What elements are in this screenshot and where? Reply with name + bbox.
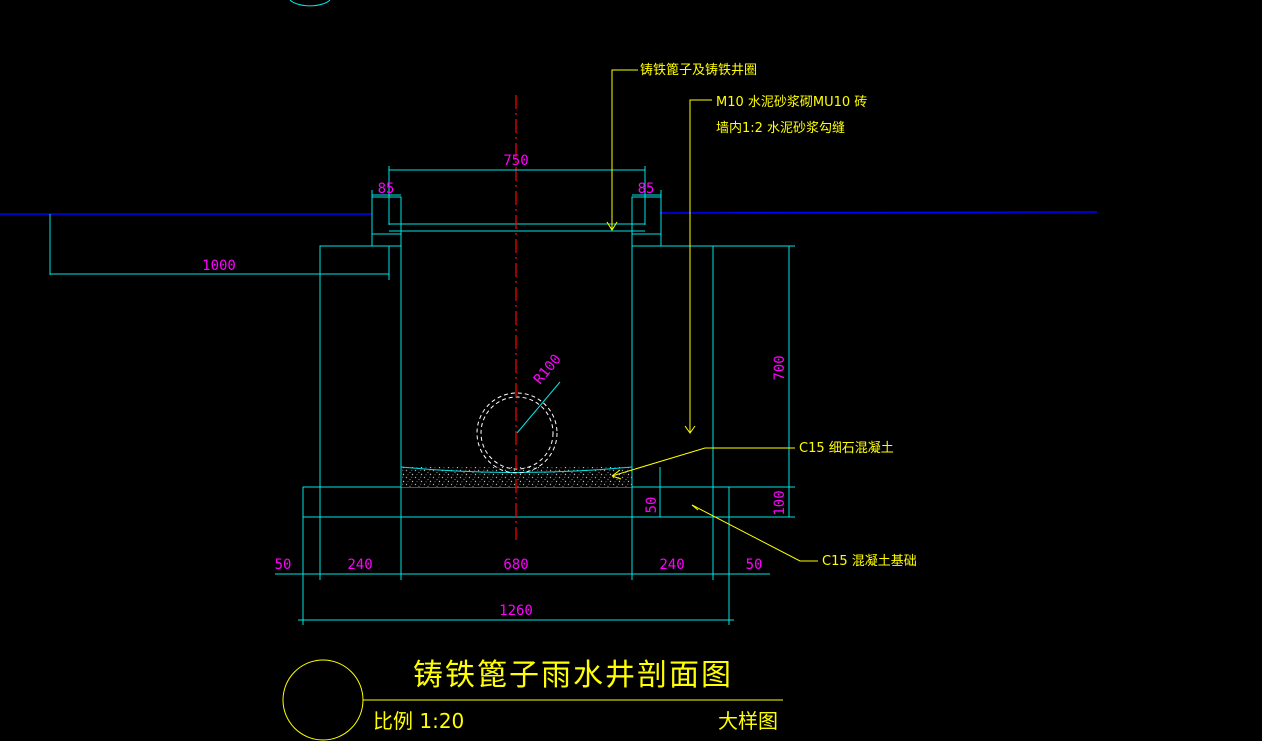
dim-top-width: 750 [503,153,528,169]
dim-lines-right [659,245,795,518]
leader-lines [606,69,818,562]
note-masonry-2: 墙内1:2 水泥砂浆勾缝 [716,120,845,136]
title-block [282,659,783,741]
note-masonry-1: M10 水泥砂浆砌MU10 砖 [716,95,867,110]
dim-bottom-4: 240 [659,557,684,573]
dim-right-rim: 85 [638,181,655,197]
note-base-concrete: C15 混凝土基础 [822,553,917,569]
dim-bottom-3: 680 [503,557,528,573]
dim-wall-height: 700 [772,355,788,380]
right-brick-wall [631,245,714,488]
note-grate: 铸铁篦子及铸铁井圈 [640,62,757,78]
note-fine-concrete: C15 细石混凝土 [799,440,894,456]
left-brick-wall [319,245,402,488]
dim-lines-depth [49,214,390,280]
dim-left-rim: 85 [378,181,395,197]
dim-bottom-5: 50 [746,557,763,573]
cast-iron-frame [371,196,662,247]
dim-lines-bottom [275,487,770,625]
dim-fine-layer: 50 [644,497,660,514]
dim-depth-offset: 1000 [202,258,236,274]
dim-bottom-2: 240 [347,557,372,573]
drawing-type: 大样图 [718,709,778,733]
drawing-scale: 比例 1:20 [373,709,464,733]
dim-lines-top [371,166,662,225]
ground-line [0,211,1098,215]
partial-circle-top [289,0,331,7]
dim-bottom-1: 50 [275,557,292,573]
dim-total-width: 1260 [499,603,533,619]
fine-concrete-layer [401,467,632,487]
drawing-title: 铸铁篦子雨水井剖面图 [413,658,733,693]
drain-pipe [476,381,561,474]
dim-base-height: 100 [772,490,788,515]
